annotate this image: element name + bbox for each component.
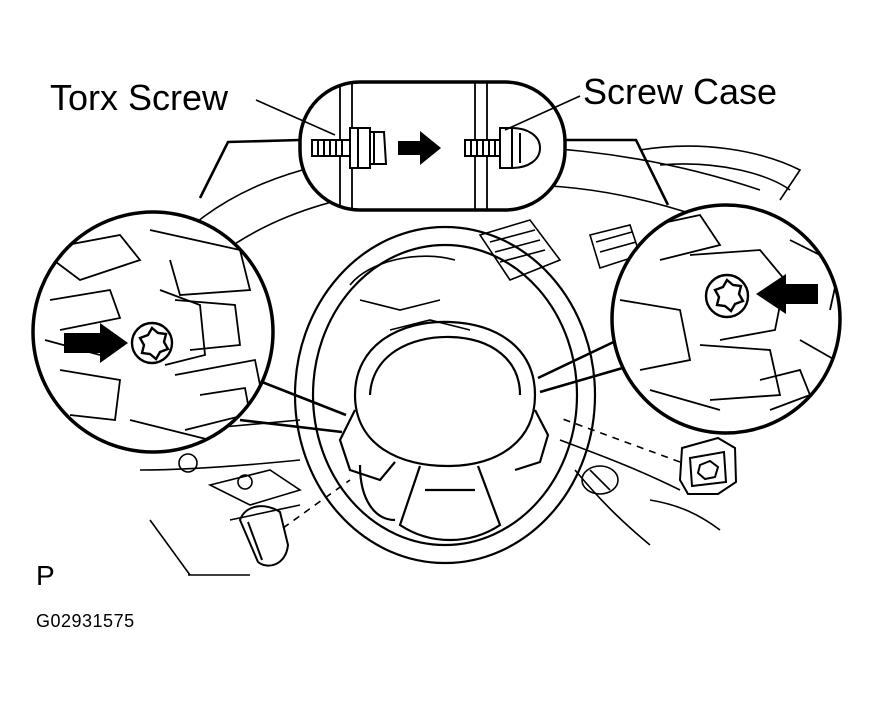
left-detail-circle [31, 210, 275, 454]
screw-case-label: Screw Case [583, 71, 778, 112]
right-detail-circle [610, 203, 842, 435]
steering-wheel [293, 225, 597, 565]
right-torx-screw-head [704, 273, 750, 319]
torx-screw-leader [255, 99, 336, 136]
right-screw-cap [559, 417, 738, 495]
view-letter: P [36, 560, 55, 591]
torx-screw-label: Torx Screw [50, 77, 229, 118]
top-detail-panel [255, 80, 581, 212]
figure-code: G02931575 [36, 611, 135, 631]
zoom-cone-lines [198, 138, 670, 434]
left-pointer-arrow [64, 323, 128, 363]
torx-screw-before [311, 127, 388, 169]
screw-case-leader [504, 95, 581, 131]
left-screw-cap [238, 479, 351, 567]
left-torx-screw-head [130, 321, 174, 365]
transition-arrow [398, 131, 441, 165]
right-pointer-arrow [756, 274, 818, 314]
